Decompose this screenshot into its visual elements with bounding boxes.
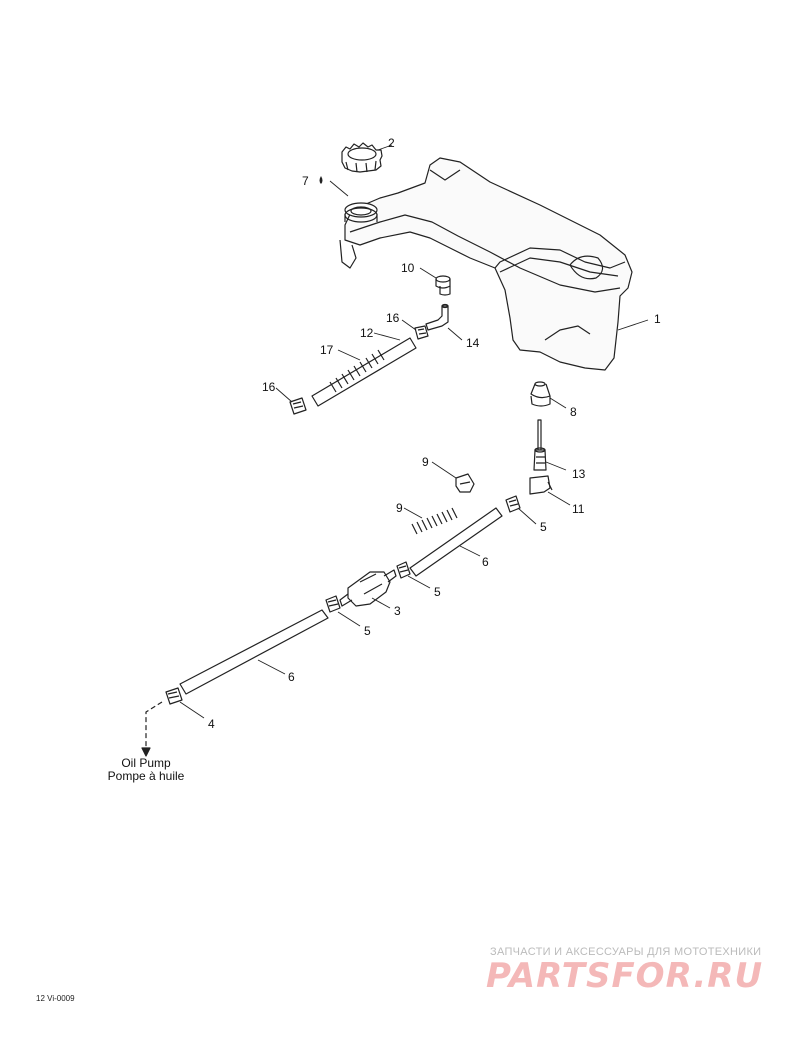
callout-5-middle: 5 bbox=[434, 585, 441, 599]
callout-4: 4 bbox=[208, 717, 215, 731]
clamp-5-left bbox=[325, 595, 341, 613]
callout-13: 10 bbox=[401, 261, 415, 275]
spring-9 bbox=[411, 507, 458, 535]
oil-pump-label-fr: Pompe à huile bbox=[107, 769, 185, 783]
elbow-fitting-14 bbox=[425, 303, 449, 331]
hose-15 bbox=[311, 337, 417, 407]
oil-pump-label: Oil Pump Pompe à huile bbox=[96, 757, 196, 783]
drop-icon bbox=[319, 176, 323, 184]
clamp-16-lower bbox=[289, 397, 307, 415]
cap-8 bbox=[455, 473, 475, 493]
callout-2: 2 bbox=[388, 136, 395, 150]
callout-15: 12 bbox=[360, 326, 374, 340]
callout-labels: 2 7 10 16 12 17 16 14 1 8 13 9 11 9 5 6 … bbox=[208, 136, 661, 731]
callout-17: 17 bbox=[320, 343, 334, 357]
filler-neck bbox=[344, 202, 378, 223]
oil-pump-direction-arrow bbox=[141, 701, 163, 757]
spring-17 bbox=[329, 349, 385, 393]
callout-9: 9 bbox=[396, 501, 403, 515]
oil-filter-3 bbox=[339, 569, 397, 607]
grommet-7 bbox=[530, 381, 551, 407]
callout-10: 7 bbox=[302, 174, 309, 188]
callout-6-upper: 6 bbox=[482, 555, 489, 569]
leader-lines bbox=[179, 144, 649, 719]
clamp-5-middle bbox=[396, 561, 411, 579]
fitting-12 bbox=[533, 419, 547, 471]
callout-6-lower: 6 bbox=[288, 670, 295, 684]
callout-5-right: 5 bbox=[540, 520, 547, 534]
grommet-13 bbox=[435, 275, 451, 296]
watermark-brand: PARTSFOR.RU bbox=[486, 956, 764, 996]
callout-3: 3 bbox=[394, 604, 401, 618]
oil-pump-label-en: Oil Pump bbox=[121, 756, 171, 770]
clamp-4 bbox=[165, 687, 183, 705]
clamp-5-right bbox=[505, 495, 521, 513]
clamp-16-upper bbox=[414, 325, 429, 340]
callout-16-upper: 16 bbox=[386, 311, 400, 325]
hose-6-lower bbox=[179, 609, 329, 695]
filler-cap bbox=[341, 142, 383, 173]
watermark-tagline: ЗАПЧАСТИ И АКСЕССУАРЫ ДЛЯ МОТОТЕХНИКИ bbox=[490, 946, 762, 958]
drawing-code: 12 Vi-0009 bbox=[36, 994, 75, 1003]
tee-fitting-11 bbox=[529, 475, 553, 495]
callout-12: 13 bbox=[572, 467, 586, 481]
callout-16-lower: 16 bbox=[262, 380, 276, 394]
callout-1: 1 bbox=[654, 312, 661, 326]
callout-7: 8 bbox=[570, 405, 577, 419]
hose-6-upper bbox=[409, 507, 503, 577]
callout-8: 9 bbox=[422, 455, 429, 469]
callout-11: 11 bbox=[572, 502, 585, 516]
oil-tank bbox=[339, 157, 633, 371]
callout-5-left: 5 bbox=[364, 624, 371, 638]
callout-14: 14 bbox=[466, 336, 480, 350]
